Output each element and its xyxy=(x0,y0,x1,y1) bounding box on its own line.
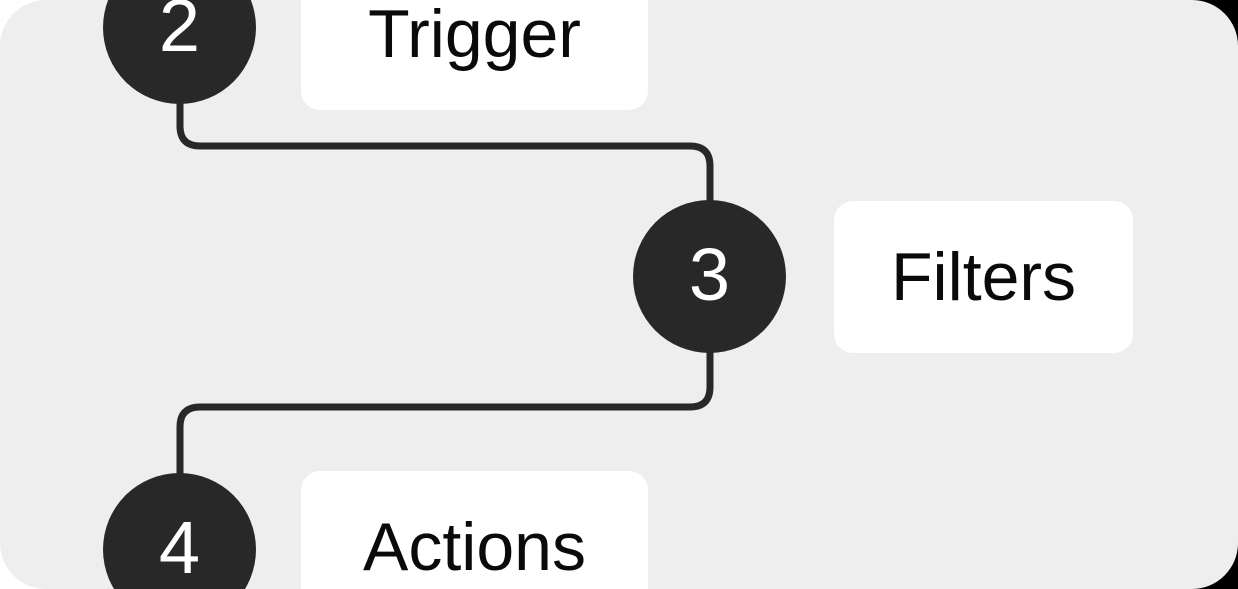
step-number-3: 3 xyxy=(688,232,731,316)
connector-2-to-3 xyxy=(176,92,714,216)
step-label-filters: Filters xyxy=(890,239,1077,315)
step-number-4: 4 xyxy=(158,505,201,589)
step-card-actions[interactable]: Actions xyxy=(301,471,648,589)
step-card-trigger[interactable]: Trigger xyxy=(301,0,648,110)
step-circle-4[interactable]: 4 xyxy=(103,473,256,589)
step-number-2: 2 xyxy=(158,0,201,67)
step-label-trigger: Trigger xyxy=(368,0,581,72)
step-label-actions: Actions xyxy=(363,509,586,585)
connector-3-to-4 xyxy=(176,340,714,484)
step-circle-3[interactable]: 3 xyxy=(633,200,786,353)
step-card-filters[interactable]: Filters xyxy=(834,201,1133,353)
